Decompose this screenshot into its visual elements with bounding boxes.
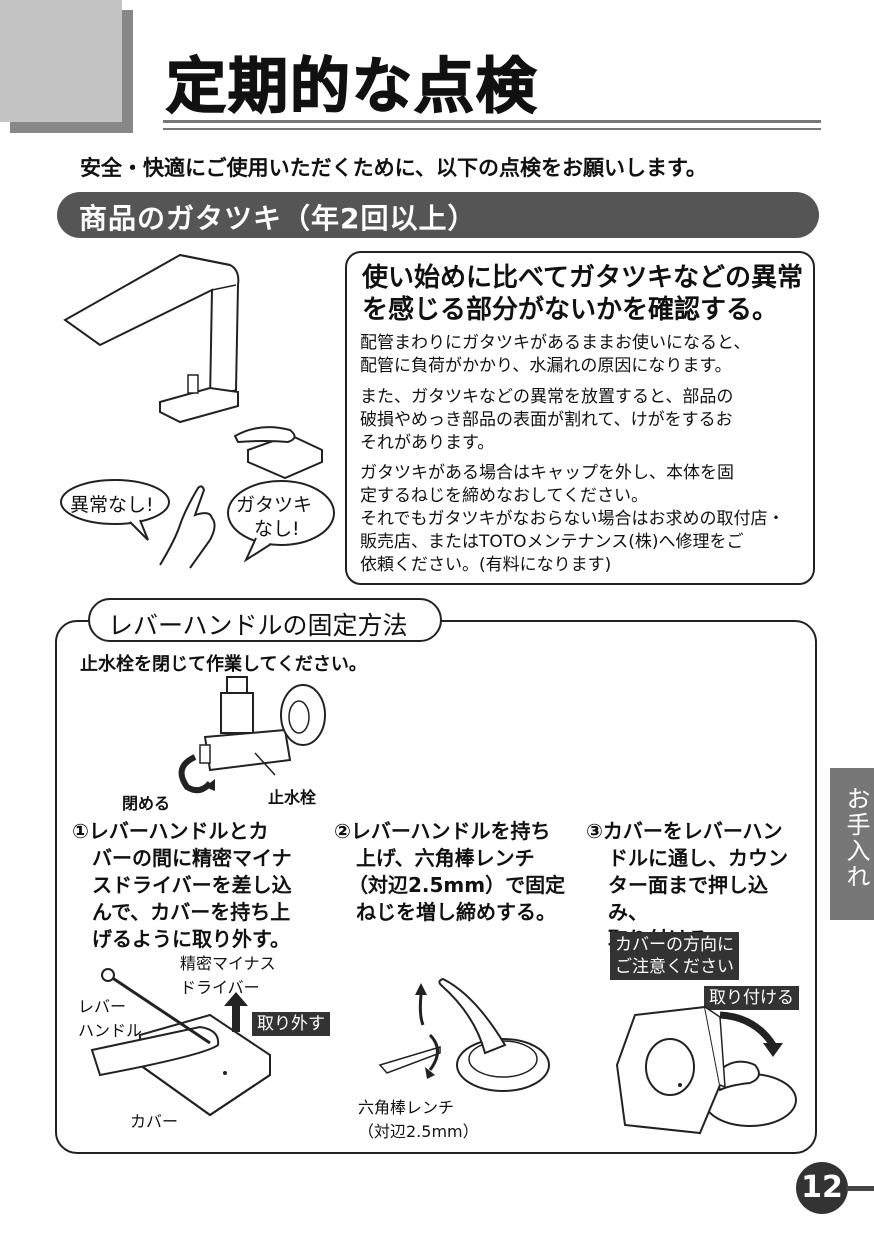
close-label: 閉める	[122, 794, 171, 813]
step-1-illustration	[90, 968, 271, 1117]
step-2-text: ②レバーハンドルを持ち 上げ、六角棒レンチ （対辺2.5mm）で固定 ねじを増し…	[334, 819, 566, 924]
page-number-line	[846, 1186, 874, 1191]
info-paragraph-1: 配管まわりにガタツキがあるままお使いになると、 配管に負荷がかかり、水漏れの原因…	[360, 333, 751, 376]
stopcock-label: 止水栓	[268, 788, 317, 807]
step-1-text: ①レバーハンドルとカ バーの間に精密マイナ スドライバーを差し込 んで、カバーを…	[72, 819, 292, 951]
speech-bubble-left	[60, 479, 170, 541]
title-decoration	[0, 0, 133, 133]
section-title: 商品のガタツキ（年2回以上）	[79, 202, 477, 235]
speech-bubble-right	[227, 480, 335, 563]
info-paragraph-2: また、ガタツキなどの異常を放置すると、部品の 破損やめっき部品の表面が割れて、け…	[360, 387, 734, 453]
info-box	[345, 251, 815, 585]
info-paragraph-3: ガタツキがある場合はキャップを外し、本体を固 定するねじを締めなおしてください。…	[360, 463, 785, 575]
screwdriver-label: 精密マイナス ドライバー	[180, 954, 276, 997]
lever-label: レバー ハンドル	[78, 997, 143, 1040]
cover-label: カバー	[130, 1112, 179, 1131]
intro-text: 安全・快適にご使用いただくために、以下の点検をお願いします。	[80, 156, 707, 180]
pointing-hand-icon	[159, 485, 216, 569]
title-rule-bottom	[163, 128, 821, 130]
info-heading: 使い始めに比べてガタツキなどの異常 を感じる部分がないかを確認する。	[362, 263, 803, 325]
up-arrow-icon	[224, 992, 248, 1032]
step-3-illustration	[615, 1005, 797, 1135]
section-header: 商品のガタツキ（年2回以上）	[57, 192, 819, 238]
wrench-label: 六角棒レンチ （対辺2.5mm）	[358, 1098, 479, 1141]
page-title: 定期的な点検	[165, 51, 538, 123]
lever-fix-label: レバーハンドルの固定方法	[88, 598, 442, 642]
faucet-illustration	[63, 253, 323, 480]
title-rule-top	[163, 120, 821, 123]
stopcock-warning: 止水栓を閉じて作業してください。	[80, 654, 367, 675]
bubble-right-text-2: なし!	[254, 518, 300, 540]
side-tab: お手入れ	[830, 768, 874, 920]
bubble-right-text-1: ガタツキ	[236, 494, 313, 516]
remove-tag: 取り外す	[252, 1012, 330, 1036]
step-2-illustration	[378, 977, 550, 1092]
attach-tag: 取り付ける	[704, 986, 799, 1010]
direction-note: カバーの方向に ご注意ください	[610, 932, 739, 980]
step-3-text: ③カバーをレバーハン ドルに通し、カウン ター面まで押し込み、 取り付ける。	[586, 819, 788, 951]
page-number: 12	[796, 1162, 848, 1214]
bubble-left-text: 異常なし!	[70, 494, 154, 516]
stopcock-illustration	[178, 676, 326, 794]
